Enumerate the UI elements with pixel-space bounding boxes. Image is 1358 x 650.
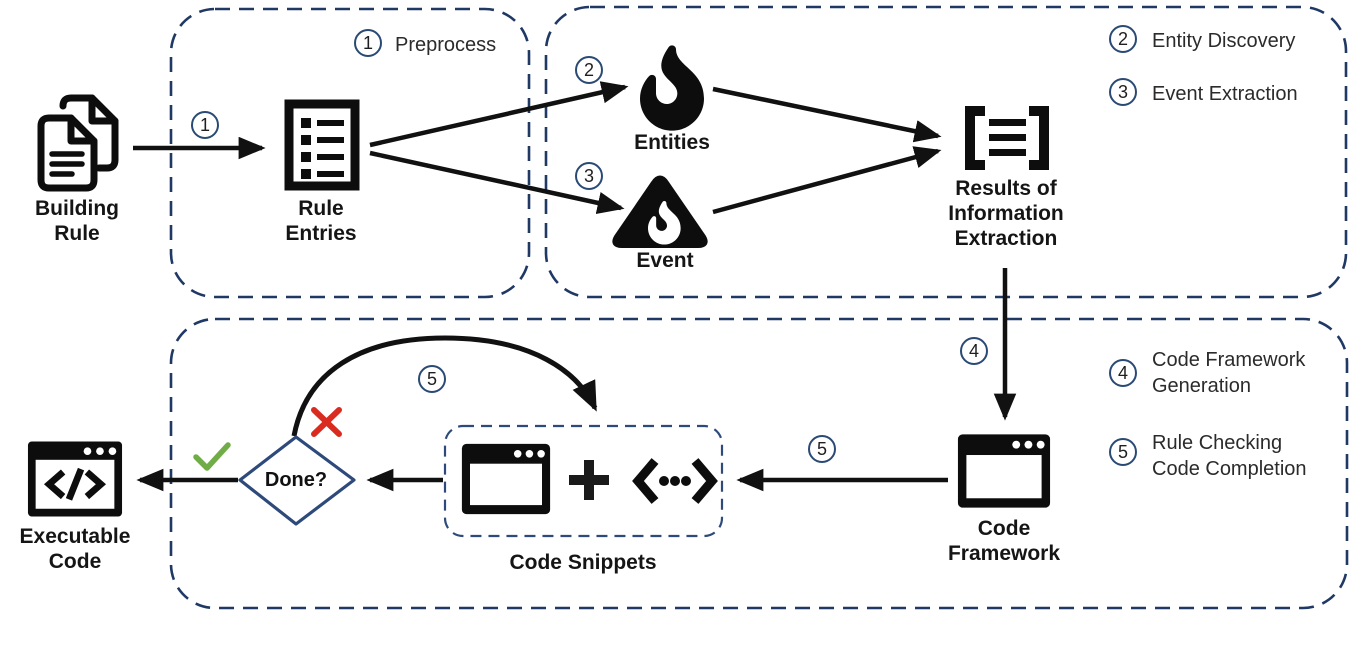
warning-flame-triangle-icon xyxy=(612,175,708,251)
arrow-done-loop-to-snippets xyxy=(291,335,598,437)
code-window-icon xyxy=(27,440,123,518)
arrow-badge-2: 2 xyxy=(575,56,603,84)
arrow-entities-to-results xyxy=(712,86,942,143)
arrow-badge-5: 5 xyxy=(808,435,836,463)
event-label: Event xyxy=(636,249,694,272)
red-cross-icon xyxy=(311,407,342,437)
arrow-event-to-results xyxy=(712,146,942,215)
step-2-label: Entity Discovery xyxy=(1152,30,1296,52)
done-diamond xyxy=(238,435,356,526)
step-2-circle: 2 xyxy=(1109,25,1137,53)
documents-icon xyxy=(33,92,127,194)
arrow-badge-5-loop: 5 xyxy=(418,365,446,393)
arrow-badge-3: 3 xyxy=(575,162,603,190)
arrow-badge-1: 1 xyxy=(191,111,219,139)
browser-window-icon xyxy=(957,433,1051,509)
step-5-circle: 5 xyxy=(1109,438,1137,466)
code-snippets-label: Code Snippets xyxy=(509,551,657,574)
code-snippets-box xyxy=(443,424,724,538)
arrow-entries-to-entities xyxy=(369,81,629,148)
preprocess-group-box xyxy=(169,7,531,299)
browser-window-icon xyxy=(461,441,551,517)
bracketed-lines-icon xyxy=(961,106,1053,170)
step-4-label: Code Framework Generation xyxy=(1152,349,1306,397)
building-rule-label: Building Rule xyxy=(35,197,119,245)
angle-brackets-dots-icon xyxy=(630,456,720,506)
results-label: Results of Information Extraction xyxy=(948,177,1064,250)
entities-label: Entities xyxy=(634,131,710,154)
step-1-label: Preprocess xyxy=(395,34,497,56)
code-framework-label: Code Framework xyxy=(947,517,1061,565)
extraction-group-box xyxy=(544,5,1348,299)
flame-icon xyxy=(640,45,704,131)
codegen-group-box xyxy=(169,317,1349,610)
arrow-badge-4: 4 xyxy=(960,337,988,365)
step-1-circle: 1 xyxy=(354,29,382,57)
list-icon xyxy=(284,99,360,191)
step-3-label: Event Extraction xyxy=(1152,83,1298,105)
executable-code-label: Executable Code xyxy=(19,525,131,573)
done-label: Done? xyxy=(264,469,328,491)
rule-entries-label: Rule Entries xyxy=(285,197,357,245)
step-5-label: Rule Checking Code Completion xyxy=(1152,432,1307,480)
step-3-circle: 3 xyxy=(1109,78,1137,106)
arrow-entries-to-event xyxy=(369,150,625,214)
plus-icon xyxy=(566,457,612,503)
step-4-circle: 4 xyxy=(1109,359,1137,387)
green-check-icon xyxy=(193,442,231,471)
